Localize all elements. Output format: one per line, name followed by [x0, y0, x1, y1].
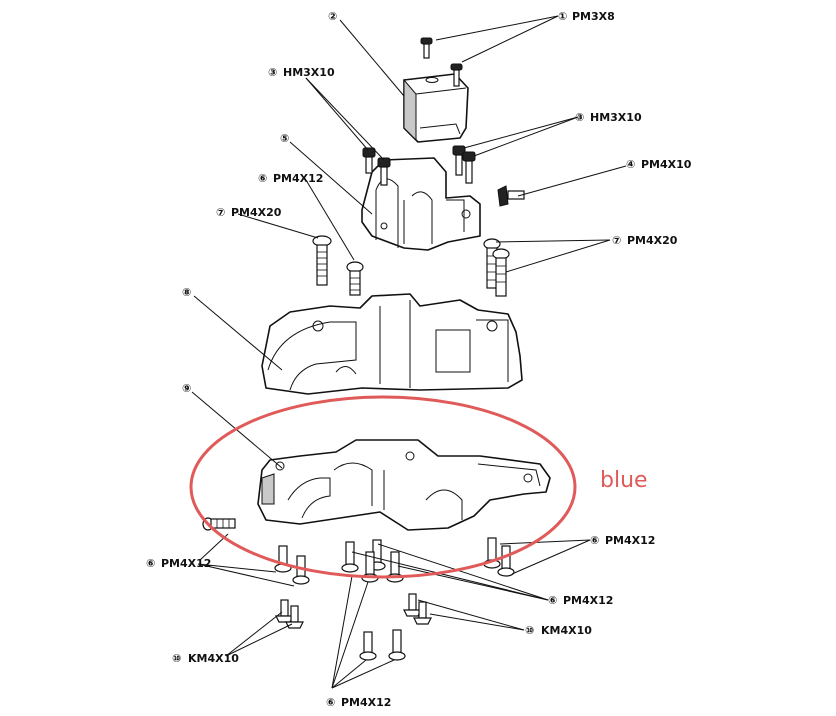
screw-hm3x10-b — [377, 157, 391, 186]
svg-text:⑦: ⑦ — [612, 234, 621, 247]
callout-7-pm4x20-right: ⑦ PM4X20 — [612, 234, 678, 247]
screw-bottom-10 — [388, 629, 406, 661]
screw-bottom-9 — [359, 631, 377, 661]
screw-pm4x20-left — [312, 235, 332, 286]
svg-text:⑥: ⑥ — [146, 557, 155, 570]
callout-8: ⑧ — [182, 286, 191, 299]
svg-text:PM4X10: PM4X10 — [641, 158, 692, 171]
svg-text:KM4X10: KM4X10 — [541, 624, 592, 637]
callout-7-pm4x20-left: ⑦ PM4X20 — [216, 206, 282, 219]
leader-lines — [191, 15, 627, 689]
svg-text:③: ③ — [575, 111, 584, 124]
svg-text:⑩: ⑩ — [172, 652, 181, 665]
svg-text:HM3X10: HM3X10 — [590, 111, 642, 124]
part-5-bearing-holder — [361, 157, 481, 251]
callout-6-pm4x12-mid: ⑥ PM4X12 — [548, 594, 613, 607]
callout-2: ② — [328, 10, 337, 23]
svg-text:PM3X8: PM3X8 — [572, 10, 615, 23]
screw-pm4x10 — [497, 185, 525, 207]
screw-bottom-8 — [497, 545, 515, 577]
svg-text:PM4X20: PM4X20 — [231, 206, 282, 219]
annotation-blue-label: blue — [600, 468, 648, 493]
svg-text:KM4X10: KM4X10 — [188, 652, 239, 665]
callout-10-km4x10-right: ⑩ KM4X10 — [525, 624, 592, 637]
screw-km-3 — [403, 593, 422, 617]
screw-km-4 — [413, 601, 432, 625]
svg-text:PM4X12: PM4X12 — [273, 172, 323, 185]
part-9-lower-housing — [257, 439, 551, 531]
callout-6-pm4x12-right: ⑥ PM4X12 — [590, 534, 655, 547]
callout-6-pm4x12-upper: ⑥ PM4X12 — [258, 172, 323, 185]
svg-text:⑤: ⑤ — [280, 132, 289, 145]
callout-4-pm4x10: ④ PM4X10 — [626, 158, 692, 171]
screw-hm3x10-d — [462, 151, 476, 184]
screw-pm4x12-upper — [346, 261, 364, 296]
svg-text:⑨: ⑨ — [182, 382, 191, 395]
svg-text:⑥: ⑥ — [548, 594, 557, 607]
screw-bottom-1 — [274, 545, 292, 573]
svg-text:⑥: ⑥ — [590, 534, 599, 547]
svg-text:PM4X12: PM4X12 — [605, 534, 655, 547]
callout-5: ⑤ — [280, 132, 289, 145]
svg-text:⑧: ⑧ — [182, 286, 191, 299]
svg-text:⑥: ⑥ — [258, 172, 267, 185]
svg-text:PM4X12: PM4X12 — [161, 557, 211, 570]
svg-text:PM4X12: PM4X12 — [341, 696, 391, 709]
callout-3-hm3x10-right: ③ HM3X10 — [575, 111, 642, 124]
callout-6-pm4x12-left: ⑥ PM4X12 — [146, 557, 211, 570]
callout-9: ⑨ — [182, 382, 191, 395]
svg-text:③: ③ — [268, 66, 277, 79]
svg-text:PM4X20: PM4X20 — [627, 234, 678, 247]
screw-pm3x8-b — [450, 63, 463, 87]
screw-pm4x20-right-b — [492, 248, 510, 297]
screw-bottom-3 — [341, 541, 359, 573]
svg-text:⑩: ⑩ — [525, 624, 534, 637]
part-8-upper-housing — [261, 293, 523, 395]
callout-10-km4x10-left: ⑩ KM4X10 — [172, 652, 239, 665]
svg-text:PM4X12: PM4X12 — [563, 594, 613, 607]
callout-1-pm3x8: ① PM3X8 — [558, 10, 615, 23]
screw-hm3x10-c — [452, 145, 466, 176]
highlight-ellipse — [189, 395, 577, 579]
screw-hm3x10-a — [362, 147, 376, 174]
svg-text:④: ④ — [626, 158, 635, 171]
svg-text:①: ① — [558, 10, 567, 23]
svg-text:⑥: ⑥ — [326, 696, 335, 709]
svg-text:②: ② — [328, 10, 337, 23]
screw-pm3x8-a — [420, 37, 433, 59]
svg-text:HM3X10: HM3X10 — [283, 66, 335, 79]
part-2-cover-block — [403, 73, 469, 143]
svg-text:⑦: ⑦ — [216, 206, 225, 219]
callout-6-pm4x12-bottom: ⑥ PM4X12 — [326, 696, 391, 709]
callout-3-hm3x10-left: ③ HM3X10 — [268, 66, 335, 79]
